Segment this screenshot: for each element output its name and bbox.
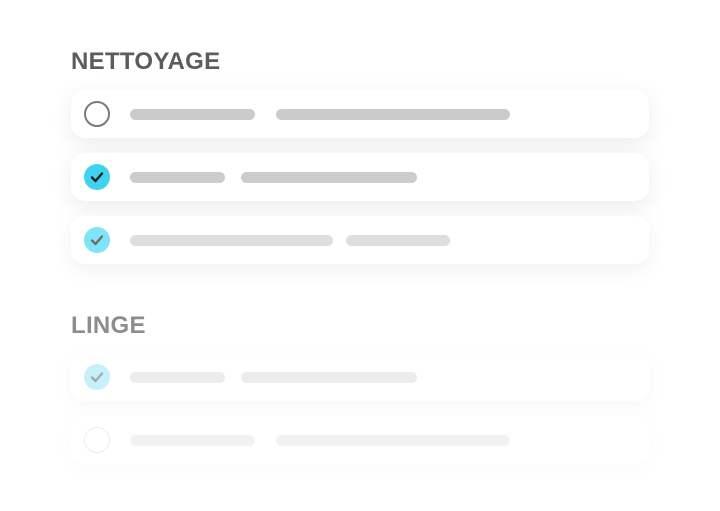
text-placeholder-bar: [346, 235, 450, 246]
task-item[interactable]: [71, 416, 649, 464]
checkbox-checked[interactable]: [84, 364, 110, 390]
section-title-linge: LINGE: [71, 312, 146, 339]
text-placeholder-bar: [241, 172, 417, 183]
checkbox-checked[interactable]: [84, 227, 110, 253]
text-placeholder-bar: [130, 372, 225, 383]
section-title-nettoyage: NETTOYAGE: [71, 48, 221, 75]
task-item[interactable]: [71, 90, 649, 138]
text-placeholder-bar: [130, 435, 255, 446]
task-item[interactable]: [71, 353, 649, 401]
checkmark-icon: [90, 235, 104, 246]
checkmark-icon: [90, 372, 104, 383]
checkmark-icon: [90, 172, 104, 183]
checkbox-unchecked[interactable]: [84, 427, 110, 453]
task-item[interactable]: [71, 216, 649, 264]
checkbox-checked[interactable]: [84, 164, 110, 190]
text-placeholder-bar: [276, 435, 510, 446]
text-placeholder-bar: [130, 109, 255, 120]
task-item[interactable]: [71, 153, 649, 201]
text-placeholder-bar: [276, 109, 510, 120]
text-placeholder-bar: [241, 372, 417, 383]
checkbox-unchecked[interactable]: [84, 101, 110, 127]
text-placeholder-bar: [130, 235, 333, 246]
text-placeholder-bar: [130, 172, 225, 183]
